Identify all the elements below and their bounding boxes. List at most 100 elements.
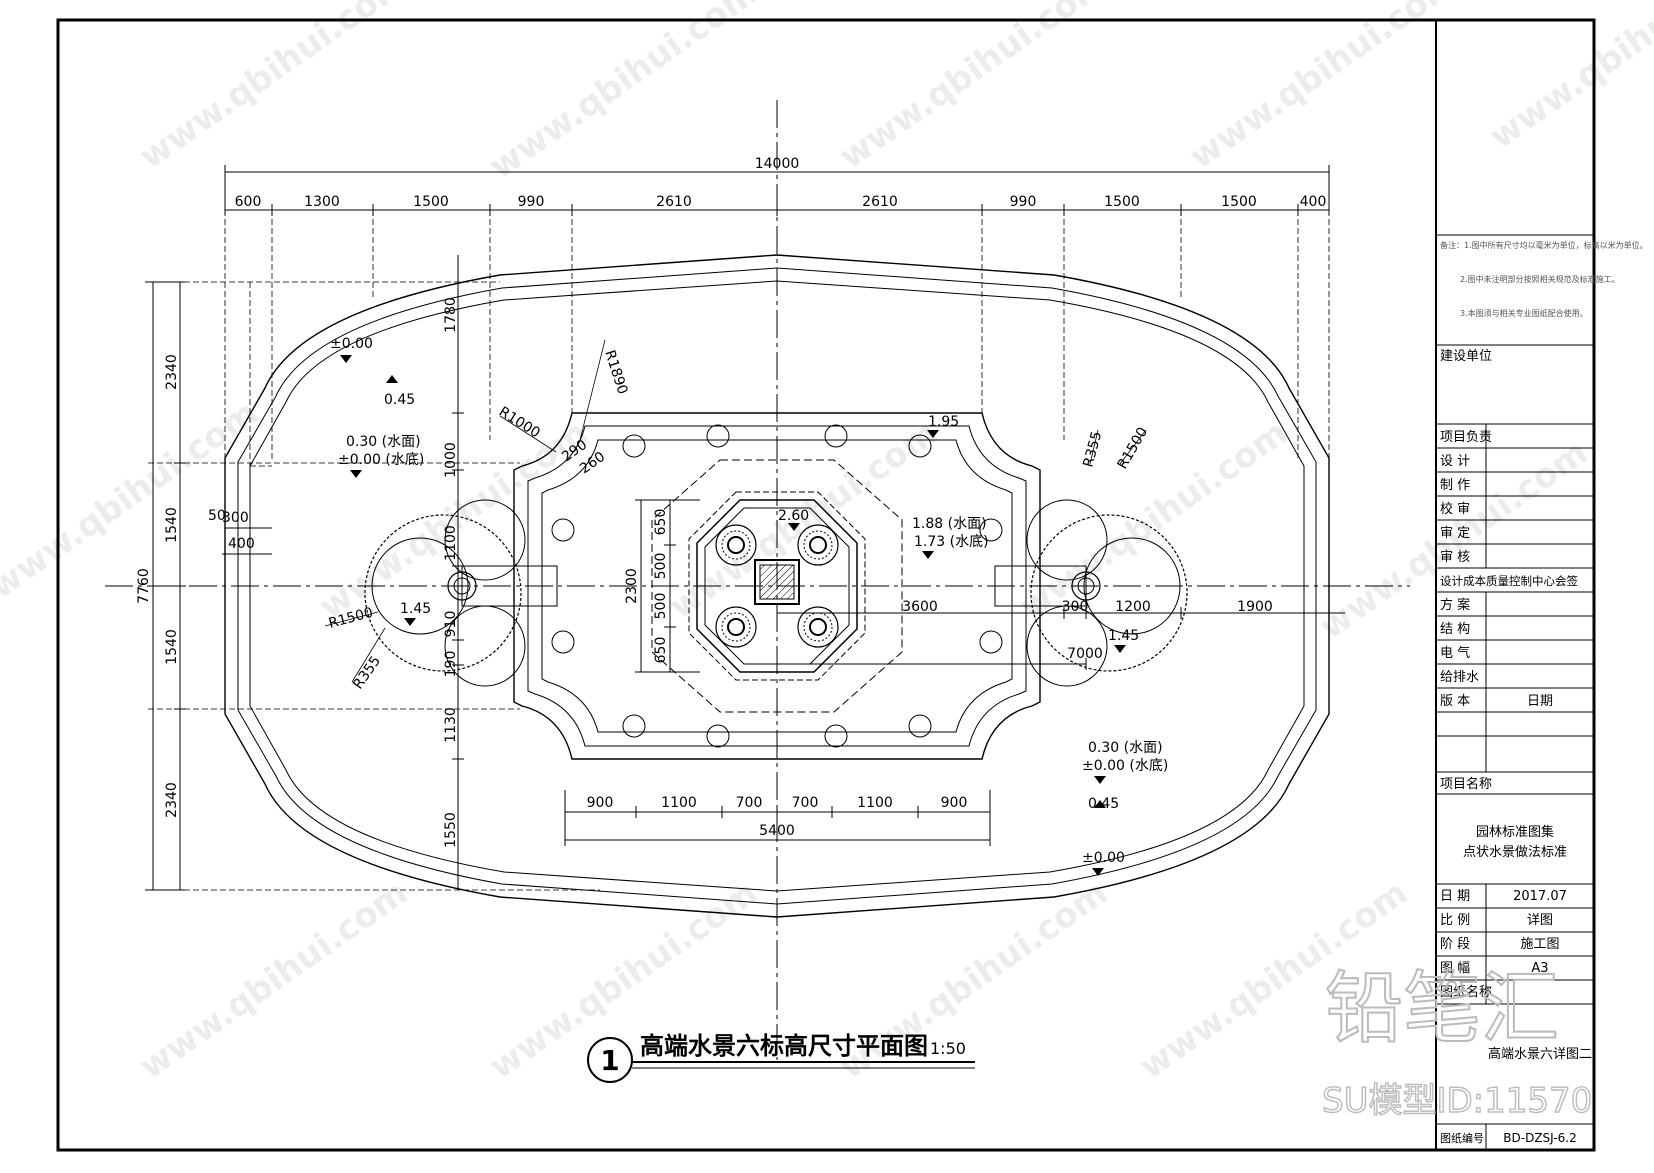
dim-center-vertical-lines xyxy=(635,499,700,673)
level-label: ±0.00 xyxy=(330,336,373,352)
role-label: 审 定 xyxy=(1440,526,1470,541)
dim-left-outer: 2340 xyxy=(164,782,180,818)
role-label: 制 作 xyxy=(1440,478,1470,493)
left-channel xyxy=(461,565,558,607)
level-label: 1.45 xyxy=(400,601,431,617)
right-lobe xyxy=(1026,499,1188,687)
dim-left-small: 400 xyxy=(228,536,255,552)
watermark-text: www.qbihui.com xyxy=(132,873,415,1088)
outer-basin-edge xyxy=(224,254,1330,918)
role-label: 电 气 xyxy=(1440,645,1470,661)
dim-left-lines xyxy=(145,255,464,891)
level-triangle-icon xyxy=(350,470,362,478)
dim-left-inner: 190 xyxy=(443,651,459,678)
level-label: ±0.00 (水底) xyxy=(1082,758,1168,774)
watermark-text: www.qbihui.com xyxy=(1482,0,1654,157)
role-label: 校 审 xyxy=(1440,501,1470,517)
outer-basin-ring-3 xyxy=(249,280,1305,892)
role-label: 方 案 xyxy=(1440,597,1470,613)
radius-label: R355 xyxy=(1080,430,1105,469)
dim-center-horizontal: 3600 xyxy=(902,599,938,615)
dim-top-seg: 1500 xyxy=(1221,194,1257,210)
dim-left-outer: 1540 xyxy=(164,629,180,665)
dim-top-lines xyxy=(224,165,1330,216)
project-label: 项目名称 xyxy=(1440,776,1492,792)
level-label: 1.95 xyxy=(928,414,959,430)
middle-pool-edge xyxy=(513,412,1041,760)
dim-left-inner: 1000 xyxy=(443,442,459,478)
drawing-no: BD-DZSJ-6.2 xyxy=(1503,1131,1576,1145)
level-label: 1.88 (水面) xyxy=(912,516,987,532)
level-label: 1.73 (水底) xyxy=(914,534,989,550)
dim-left-small: 50 xyxy=(208,508,226,524)
inner-dashed-octagon xyxy=(651,459,903,713)
dim-top-seg: 1500 xyxy=(413,194,449,210)
version-label: 版 本 xyxy=(1440,694,1470,709)
brand-watermark-text: 铅笔汇 xyxy=(1325,964,1559,1054)
sheet-name: 高端水景六详图二 xyxy=(1488,1046,1592,1062)
dim-bottom-seg: 700 xyxy=(736,795,763,811)
level-triangle-icon xyxy=(1114,645,1126,653)
sheet-frame xyxy=(56,18,1596,1152)
version-date-label: 日期 xyxy=(1527,694,1553,709)
drawing-number: 1 xyxy=(600,1044,619,1077)
dim-top-seg: 1500 xyxy=(1104,194,1140,210)
dim-left-inner: 1130 xyxy=(443,707,459,743)
drawing-title-block: 1 高端水景六标高尺寸平面图 1:50 xyxy=(587,1032,975,1083)
info-value: 施工图 xyxy=(1520,937,1559,952)
note-line: 3.本图须与相关专业图纸配合使用。 xyxy=(1460,308,1588,318)
dim-bottom-seg: 1100 xyxy=(661,795,697,811)
dim-top-seg: 2610 xyxy=(862,194,898,210)
client-label: 建设单位 xyxy=(1440,349,1492,364)
dim-center-seg: 650 xyxy=(653,509,669,536)
radius-label: R1500 xyxy=(1115,425,1152,472)
radius-label: R355 xyxy=(350,653,384,692)
level-label: 1.45 xyxy=(1108,628,1139,644)
info-label: 日 期 xyxy=(1440,889,1470,904)
level-triangle-icon xyxy=(927,430,939,438)
outer-basin-ring-2 xyxy=(237,267,1317,905)
info-value: 详图 xyxy=(1527,913,1553,928)
dim-center-total: 2300 xyxy=(624,568,640,604)
role-label: 设计成本质量控制中心会签 xyxy=(1440,574,1578,588)
level-triangle-icon xyxy=(404,618,416,626)
central-pad-hatch xyxy=(759,564,795,600)
middle-pool-ring-3 xyxy=(541,439,1013,733)
dim-center-seg: 500 xyxy=(653,593,669,620)
dim-left-outer: 1540 xyxy=(164,507,180,543)
dim-bottom-seg: 1100 xyxy=(857,795,893,811)
info-label: 阶 段 xyxy=(1440,937,1470,952)
brand-watermark: 铅笔汇 SU模型ID:11570 xyxy=(1321,963,1593,1122)
info-value: 2017.07 xyxy=(1513,889,1567,904)
note-line: 2.图中未注明部分按照相关规范及标准施工。 xyxy=(1460,274,1620,284)
dim-top-seg: 400 xyxy=(1300,194,1327,210)
note-line: 备注：1.图中所有尺寸均以毫米为单位，标高以米为单位。 xyxy=(1440,240,1648,250)
dim-left-inner: 1550 xyxy=(443,812,459,848)
dim-left-small: 300 xyxy=(222,510,249,526)
dim-right-long: 7000 xyxy=(1067,646,1103,662)
level-label: ±0.00 xyxy=(1082,850,1125,866)
pool-jets xyxy=(551,424,1003,748)
role-label: 设 计 xyxy=(1440,454,1470,469)
brand-watermark-id: SU模型ID:11570 xyxy=(1322,1081,1592,1121)
dim-left-inner: 1780 xyxy=(443,297,459,333)
role-label: 项目负责 xyxy=(1440,430,1492,445)
info-label: 图 幅 xyxy=(1440,961,1470,976)
level-label: 2.60 xyxy=(778,508,809,524)
dim-right-seg: 300 xyxy=(1062,599,1089,615)
dim-overall-height: 7760 xyxy=(136,568,152,604)
drawing-no-label: 图纸编号 xyxy=(1440,1131,1484,1145)
level-triangle-icon xyxy=(340,355,352,363)
dim-right-seg: 1200 xyxy=(1115,599,1151,615)
level-triangle-icon xyxy=(922,551,934,559)
dim-top-seg: 1300 xyxy=(304,194,340,210)
watermark-text: www.qbihui.com xyxy=(832,0,1115,177)
radius-label: R1000 xyxy=(496,404,543,442)
info-value: A3 xyxy=(1531,961,1548,976)
project-name-1: 园林标准图集 xyxy=(1476,824,1554,840)
level-triangle-icon xyxy=(1094,800,1106,808)
level-label: 0.30 (水面) xyxy=(1088,740,1163,756)
drawing-title: 高端水景六标高尺寸平面图 xyxy=(640,1032,928,1060)
